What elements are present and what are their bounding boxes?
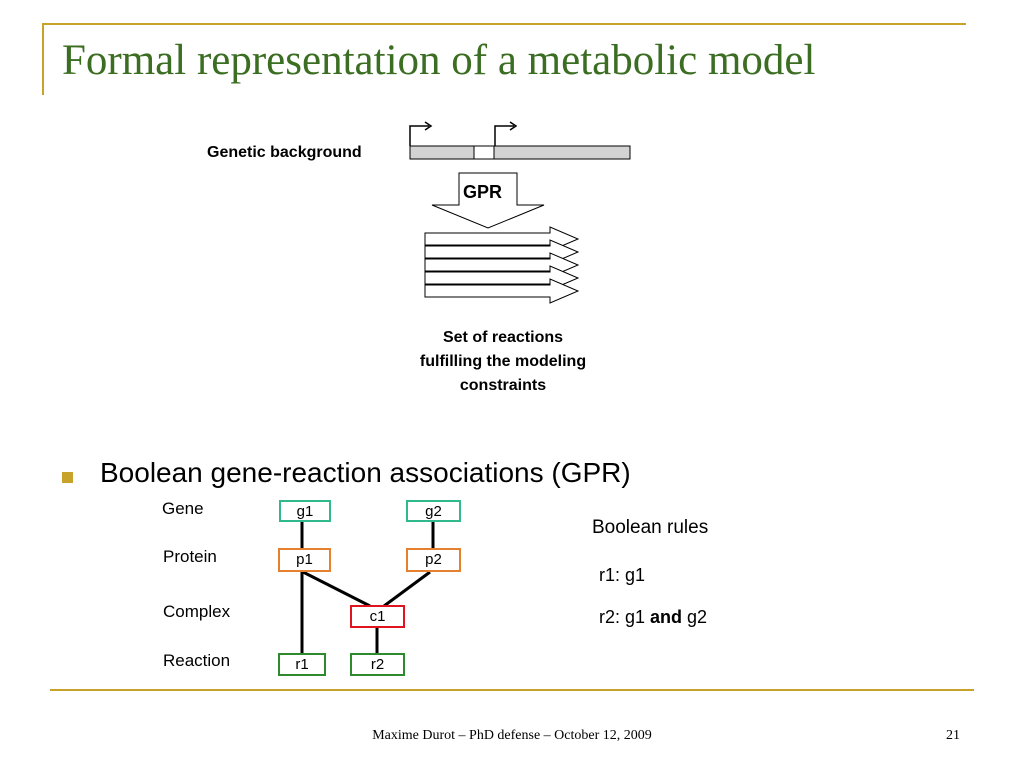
rule-r2: r2: g1 and g2 <box>599 607 707 628</box>
rule-r1: r1: g1 <box>599 565 646 585</box>
boolean-rules-title: Boolean rules <box>592 517 709 538</box>
genetic-background-bar <box>409 145 631 160</box>
rule-r2-operator: and <box>650 607 683 627</box>
reactions-caption: Set of reactions fulfilling the modeling… <box>383 326 623 398</box>
gene-node-g2: g2 <box>406 500 461 522</box>
rule-r2-suffix: g2 <box>682 607 708 627</box>
row-label-protein: Protein <box>163 547 217 566</box>
reaction-node-r2: r2 <box>350 653 405 676</box>
bullet-text: Boolean gene-reaction associations (GPR) <box>100 457 631 488</box>
reaction-node-r1: r1 <box>278 653 326 676</box>
rule-r2-prefix: r2: g1 <box>599 607 651 627</box>
promoter-arrow-icon <box>494 121 518 146</box>
slide-title: Formal representation of a metabolic mod… <box>62 37 816 84</box>
row-label-reaction: Reaction <box>163 651 231 670</box>
frame-left-rule <box>42 23 44 95</box>
genetic-background-label: Genetic background <box>207 144 362 161</box>
protein-node-p1: p1 <box>278 548 331 572</box>
caption-line: constraints <box>459 377 547 394</box>
reaction-arrows-icon <box>424 226 580 304</box>
page-number: 21 <box>946 728 960 743</box>
frame-top-rule <box>42 23 966 25</box>
gene-node-g1: g1 <box>279 500 331 522</box>
gpr-arrow-label: GPR <box>463 182 503 202</box>
row-label-complex: Complex <box>163 602 231 621</box>
gpr-edges <box>300 521 435 654</box>
protein-node-p2: p2 <box>406 548 461 572</box>
footer-divider <box>50 689 974 691</box>
caption-line: fulfilling the modeling <box>419 353 587 370</box>
promoter-arrow-icon <box>409 121 433 146</box>
slide-footer: Maxime Durot – PhD defense – October 12,… <box>372 728 652 743</box>
caption-line: Set of reactions <box>442 329 564 346</box>
bullet-square-icon <box>62 472 73 483</box>
gpr-down-arrow-icon <box>431 172 545 229</box>
complex-node-c1: c1 <box>350 605 405 628</box>
row-label-gene: Gene <box>162 499 204 518</box>
